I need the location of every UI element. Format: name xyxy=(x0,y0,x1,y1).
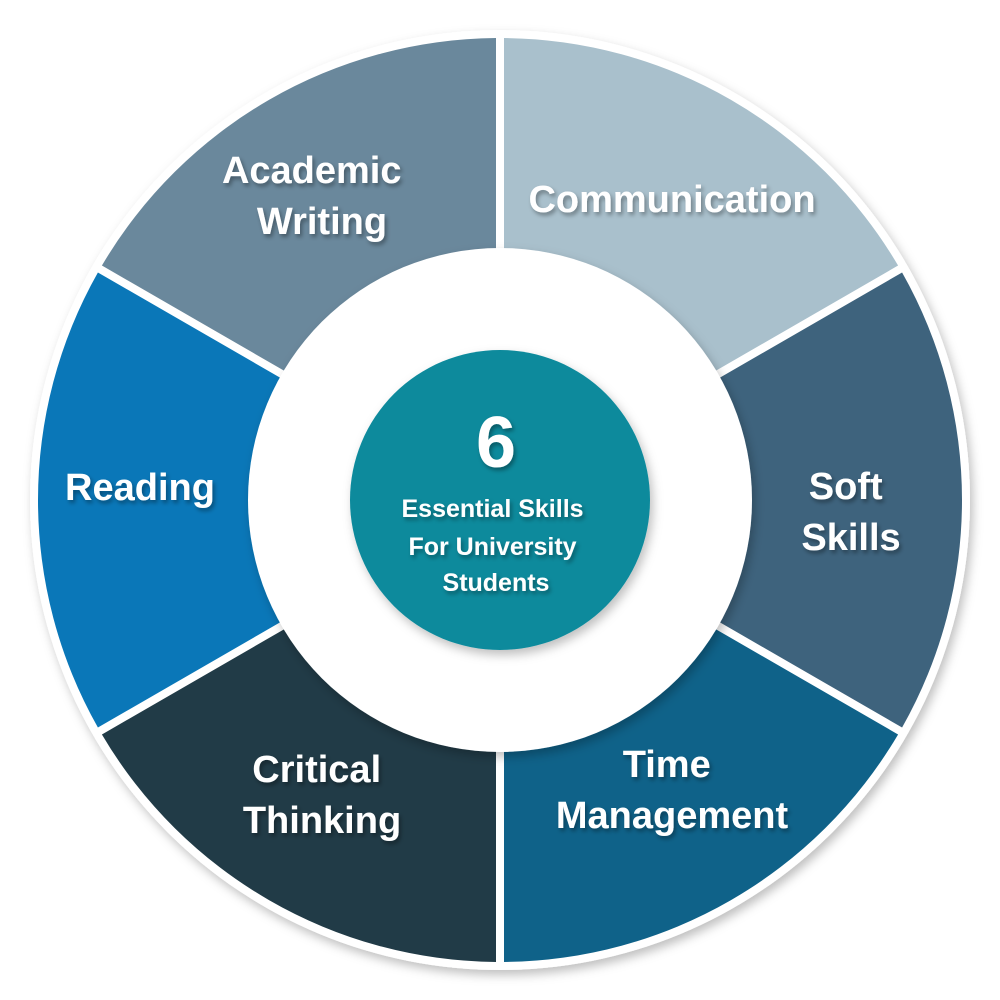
label-time-management: Time Management xyxy=(556,744,789,837)
segment-academic-writing[interactable] xyxy=(101,38,497,377)
label-reading: Reading xyxy=(65,467,215,509)
label-critical-thinking: Critical Thinking xyxy=(243,749,401,842)
center-number: 6 xyxy=(476,403,516,483)
segment-communication[interactable] xyxy=(504,38,899,377)
segment-reading[interactable] xyxy=(37,272,291,728)
segment-critical-thinking[interactable] xyxy=(101,623,497,962)
segment-soft-skills[interactable] xyxy=(709,272,962,728)
center-circle xyxy=(350,350,650,650)
center-title: Essential Skills For University Students xyxy=(402,495,591,597)
label-communication: Communication xyxy=(528,179,815,221)
label-soft-skills: Soft Skills xyxy=(801,466,900,559)
label-academic-writing: Academic Writing xyxy=(222,150,412,243)
segment-time-management[interactable] xyxy=(504,623,899,962)
